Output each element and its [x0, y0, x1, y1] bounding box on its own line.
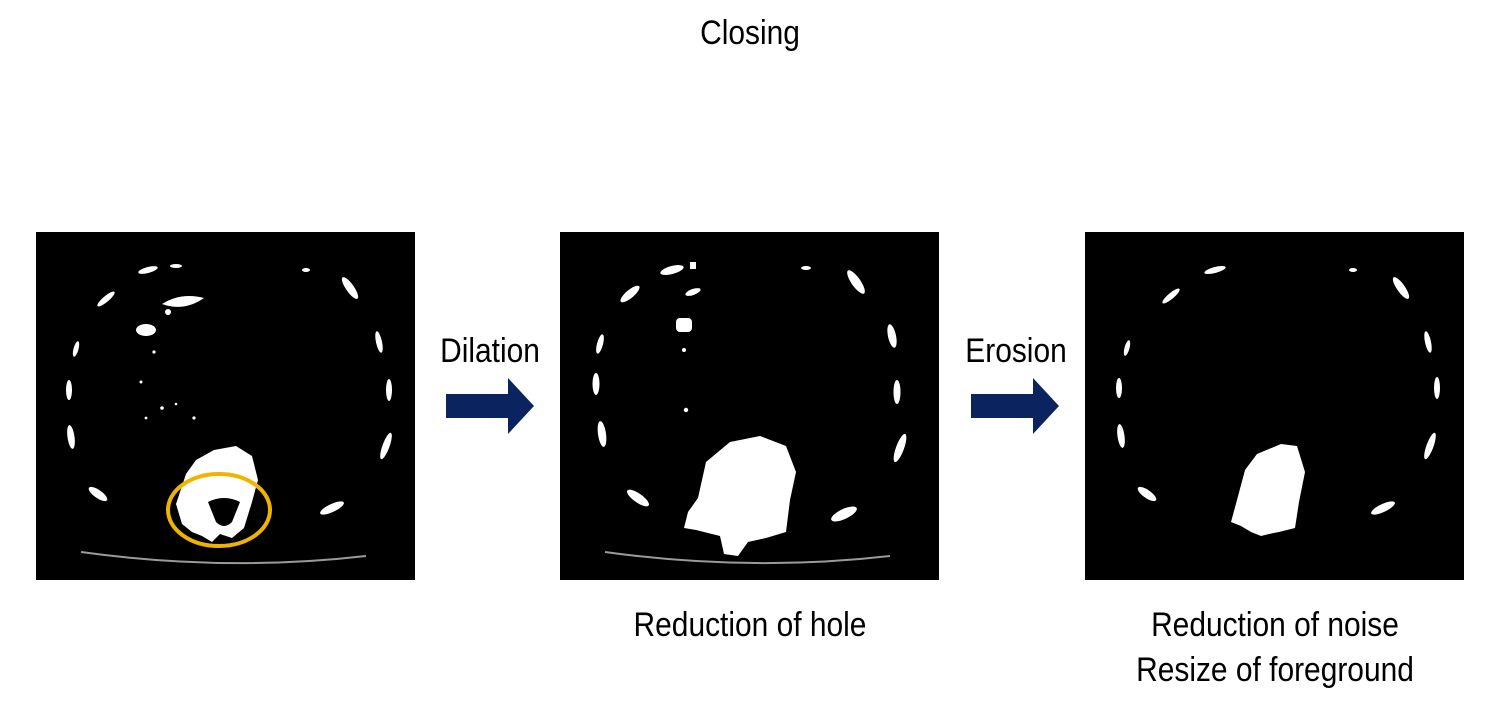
highlight-circle	[166, 472, 272, 548]
right-arrow-icon	[971, 378, 1059, 439]
dilated-image	[560, 232, 939, 580]
right-arrow-icon	[446, 378, 534, 439]
erosion-label: Erosion	[965, 332, 1067, 370]
diagram-title: Closing	[700, 14, 800, 52]
dilation-caption: Reduction of hole	[633, 606, 867, 644]
erosion-caption-line-2: Resize of foreground	[1136, 651, 1414, 689]
erosion-caption-line-1: Reduction of noise	[1151, 606, 1399, 644]
eroded-image	[1085, 232, 1464, 580]
dilation-label: Dilation	[440, 332, 540, 370]
original-image	[36, 232, 415, 580]
